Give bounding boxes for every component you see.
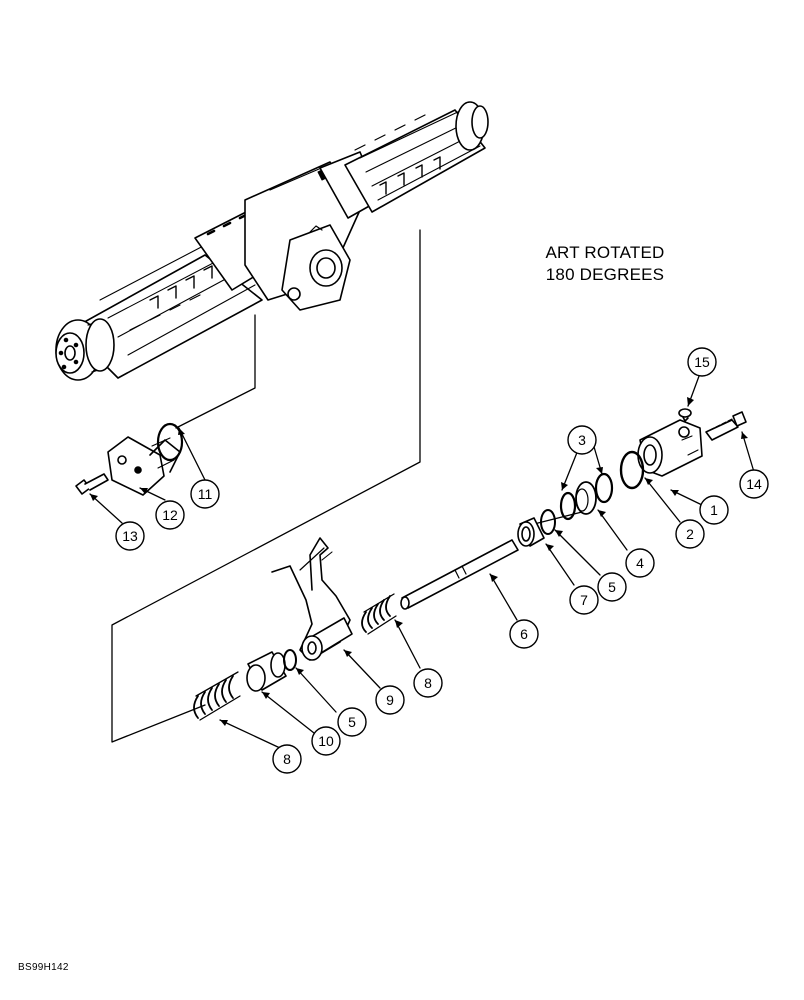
svg-text:1: 1 [710, 502, 718, 518]
part-14-bolt [705, 411, 747, 441]
svg-text:5: 5 [608, 579, 616, 595]
callout-8b: 8 [272, 744, 302, 774]
axle-housing [55, 101, 489, 381]
svg-text:14: 14 [746, 476, 762, 492]
callout-arrows [89, 367, 755, 749]
figure-code: BS99H142 [18, 962, 69, 973]
note-line-1: ART ROTATED [545, 243, 665, 262]
callout-15: 15 [687, 347, 717, 377]
callout-5a: 5 [597, 572, 627, 602]
svg-text:4: 4 [636, 555, 644, 571]
note-line-2: 180 DEGREES [545, 265, 665, 284]
callout-2: 2 [675, 519, 705, 549]
part-11-o-ring [156, 422, 184, 462]
part-8-spring-a [361, 593, 397, 635]
svg-text:12: 12 [162, 507, 178, 523]
part-9-shift-fork [271, 537, 353, 661]
callout-balloons: 15 3 14 1 2 4 5 7 6 8 9 5 10 8 11 12 13 [115, 347, 769, 774]
svg-text:15: 15 [694, 354, 710, 370]
callout-3: 3 [567, 425, 597, 455]
svg-text:7: 7 [580, 592, 588, 608]
callout-12: 12 [155, 500, 185, 530]
callout-6: 6 [509, 619, 539, 649]
callout-8a: 8 [413, 668, 443, 698]
part-7-bushing [517, 517, 545, 547]
svg-text:11: 11 [198, 486, 213, 502]
svg-text:8: 8 [424, 675, 432, 691]
callout-7: 7 [569, 585, 599, 615]
svg-text:8: 8 [283, 751, 291, 767]
leader-lines [111, 229, 591, 743]
part-3-seal-b [559, 491, 577, 521]
part-5-snap-ring-a [540, 509, 556, 535]
svg-text:2: 2 [686, 526, 694, 542]
callout-5b: 5 [337, 707, 367, 737]
svg-text:5: 5 [348, 714, 356, 730]
svg-text:3: 3 [578, 432, 586, 448]
part-13-bolt [75, 473, 109, 495]
part-15-screw [678, 408, 692, 422]
part-6-shift-rail [400, 539, 519, 610]
part-2-o-ring [619, 450, 645, 490]
part-5-snap-ring-b [283, 649, 297, 671]
part-10-sleeve [246, 651, 287, 692]
svg-text:6: 6 [520, 626, 528, 642]
callout-10: 10 [311, 726, 341, 756]
callout-13: 13 [115, 521, 145, 551]
svg-text:9: 9 [386, 692, 394, 708]
callout-1: 1 [699, 495, 729, 525]
svg-text:10: 10 [318, 733, 334, 749]
callout-9: 9 [375, 685, 405, 715]
callout-4: 4 [625, 548, 655, 578]
part-3-seal-a [594, 472, 614, 504]
callout-11: 11 [190, 479, 220, 509]
part-4-seal [575, 481, 597, 515]
callout-arrowheads [90, 397, 748, 726]
art-rotated-note: ART ROTATED 180 DEGREES [520, 242, 690, 286]
part-1-detent-housing [637, 419, 703, 477]
callout-14: 14 [739, 469, 769, 499]
svg-text:13: 13 [122, 528, 138, 544]
part-8-spring-b [193, 671, 241, 721]
part-12-cover-plug [107, 436, 181, 496]
